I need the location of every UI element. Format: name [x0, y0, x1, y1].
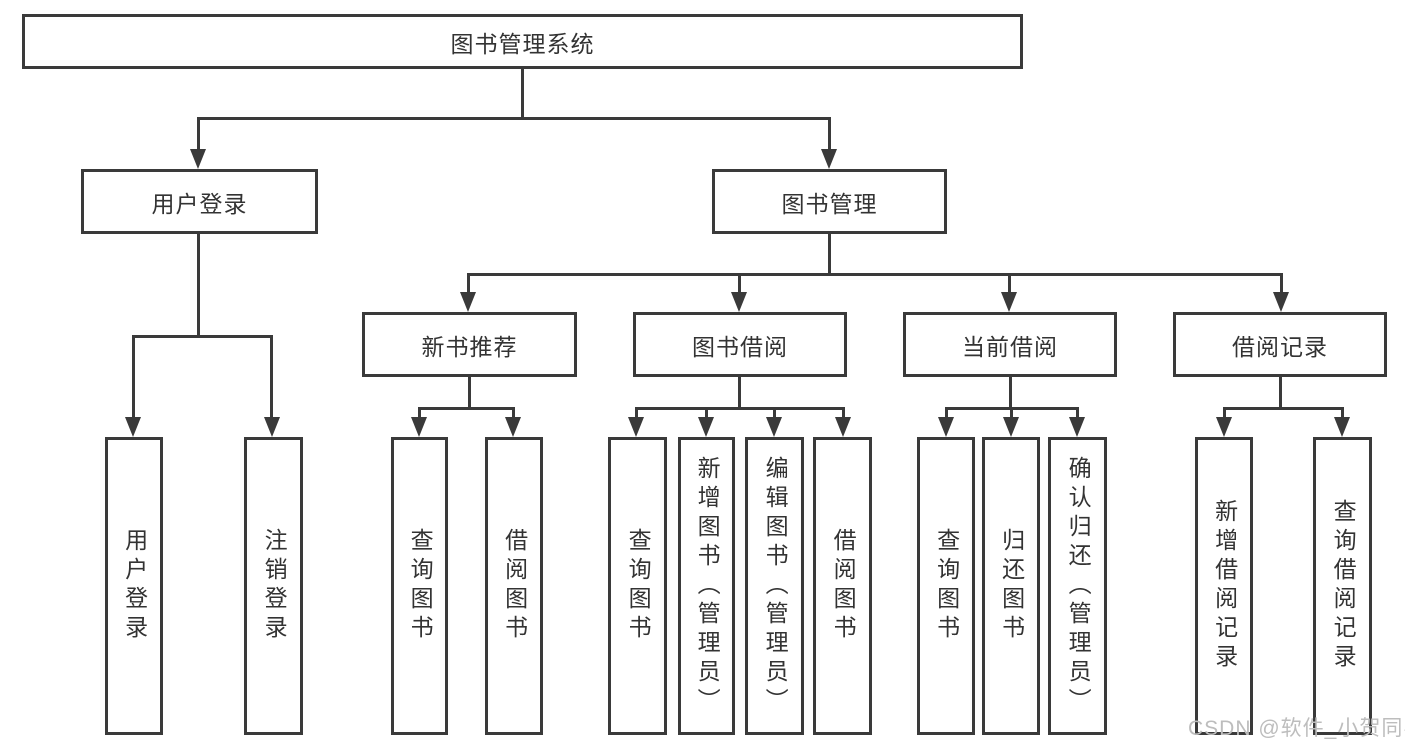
- leaf-borrow-edit-books-admin: 编辑图书（管理员）: [745, 437, 804, 735]
- connector-drop: [512, 407, 515, 419]
- node-label: 查询图书: [933, 528, 960, 644]
- leaf-user-login: 用户登录: [105, 437, 163, 735]
- node-label: 借阅图书: [501, 528, 528, 644]
- connector-drop: [467, 273, 470, 295]
- connector-root-stem: [521, 69, 524, 119]
- node-current-borrowing: 当前借阅: [903, 312, 1117, 377]
- arrowhead-down-icon: [1273, 292, 1289, 312]
- arrowhead-down-icon: [698, 417, 714, 437]
- leaf-logout: 注销登录: [244, 437, 303, 735]
- leaf-borrow-add-books-admin: 新增图书（管理员）: [678, 437, 735, 735]
- arrowhead-down-icon: [835, 417, 851, 437]
- arrowhead-down-icon: [1334, 417, 1350, 437]
- leaf-current-query-books: 查询图书: [917, 437, 975, 735]
- leaf-borrow-borrow-books: 借阅图书: [813, 437, 872, 735]
- arrowhead-down-icon: [1001, 292, 1017, 312]
- node-label: 新增借阅记录: [1211, 499, 1238, 673]
- connector-drop: [1076, 407, 1079, 419]
- node-library-system: 图书管理系统: [22, 14, 1023, 69]
- connector-drop: [842, 407, 845, 419]
- node-label: 借阅记录: [1232, 333, 1328, 360]
- arrowhead-down-icon: [821, 149, 837, 169]
- connector-drop: [1280, 273, 1283, 295]
- arrowhead-down-icon: [1069, 417, 1085, 437]
- leaf-records-query-borrow-record: 查询借阅记录: [1313, 437, 1372, 735]
- node-label: 借阅图书: [830, 528, 857, 644]
- connector-userlogin-branch: [132, 335, 273, 338]
- arrowhead-down-icon: [505, 417, 521, 437]
- node-label: 图书管理: [781, 190, 878, 217]
- arrowhead-down-icon: [190, 149, 206, 169]
- connector-newrec-branch: [418, 407, 515, 410]
- arrowhead-down-icon: [411, 417, 427, 437]
- arrowhead-down-icon: [731, 292, 747, 312]
- arrowhead-down-icon: [938, 417, 954, 437]
- node-label: 新书推荐: [421, 333, 518, 360]
- node-label: 查询图书: [625, 528, 652, 644]
- connector-drop: [1223, 407, 1226, 419]
- leaf-current-confirm-return-admin: 确认归还（管理员）: [1048, 437, 1107, 735]
- leaf-borrow-query-books: 查询图书: [608, 437, 667, 735]
- arrowhead-down-icon: [1003, 417, 1019, 437]
- node-label: 注销登录: [261, 528, 288, 644]
- connector-drop: [197, 117, 200, 151]
- node-user-login: 用户登录: [81, 169, 318, 234]
- connector-bookmgmt-stem: [828, 234, 831, 276]
- node-label: 查询图书: [407, 528, 434, 644]
- connector-current-stem: [1009, 377, 1012, 410]
- connector-drop: [773, 407, 776, 419]
- connector-drop: [1008, 273, 1011, 295]
- connector-newrec-stem: [468, 377, 471, 410]
- arrowhead-down-icon: [460, 292, 476, 312]
- connector-root-branch: [197, 117, 831, 120]
- node-book-borrowing: 图书借阅: [633, 312, 847, 377]
- node-label: 图书管理系统: [450, 30, 595, 57]
- connector-userlogin-stem: [197, 234, 200, 338]
- leaf-records-add-borrow-record: 新增借阅记录: [1195, 437, 1253, 735]
- leaf-newrec-borrow-books: 借阅图书: [485, 437, 543, 735]
- connector-drop: [738, 273, 741, 295]
- node-label: 图书借阅: [692, 333, 788, 360]
- arrowhead-down-icon: [766, 417, 782, 437]
- node-label: 用户登录: [151, 190, 248, 217]
- connector-drop: [132, 335, 135, 419]
- connector-drop: [270, 335, 273, 419]
- connector-drop: [828, 117, 831, 151]
- arrowhead-down-icon: [1216, 417, 1232, 437]
- node-label: 新增图书（管理员）: [694, 455, 721, 717]
- node-label: 归还图书: [998, 528, 1025, 644]
- leaf-current-return-books: 归还图书: [982, 437, 1040, 735]
- node-label: 用户登录: [121, 528, 148, 644]
- node-borrowing-records: 借阅记录: [1173, 312, 1387, 377]
- watermark-text: CSDN @软件_小贺同学: [1188, 717, 1405, 740]
- connector-borrow-stem: [738, 377, 741, 410]
- connector-borrow-branch: [635, 407, 845, 410]
- arrowhead-down-icon: [264, 417, 280, 437]
- node-label: 编辑图书（管理员）: [762, 455, 789, 717]
- node-label: 确认归还（管理员）: [1065, 455, 1092, 717]
- node-book-management: 图书管理: [712, 169, 947, 234]
- connector-drop: [418, 407, 421, 419]
- connector-bookmgmt-branch: [467, 273, 1283, 276]
- node-label: 当前借阅: [962, 333, 1058, 360]
- connector-records-stem: [1279, 377, 1282, 410]
- arrowhead-down-icon: [628, 417, 644, 437]
- connector-drop: [705, 407, 708, 419]
- leaf-newrec-query-books: 查询图书: [391, 437, 448, 735]
- connector-drop: [1010, 407, 1013, 419]
- node-new-book-recommendation: 新书推荐: [362, 312, 577, 377]
- node-label: 查询借阅记录: [1330, 499, 1357, 673]
- connector-drop: [1341, 407, 1344, 419]
- connector-drop: [945, 407, 948, 419]
- connector-records-branch: [1223, 407, 1344, 410]
- connector-drop: [635, 407, 638, 419]
- arrowhead-down-icon: [125, 417, 141, 437]
